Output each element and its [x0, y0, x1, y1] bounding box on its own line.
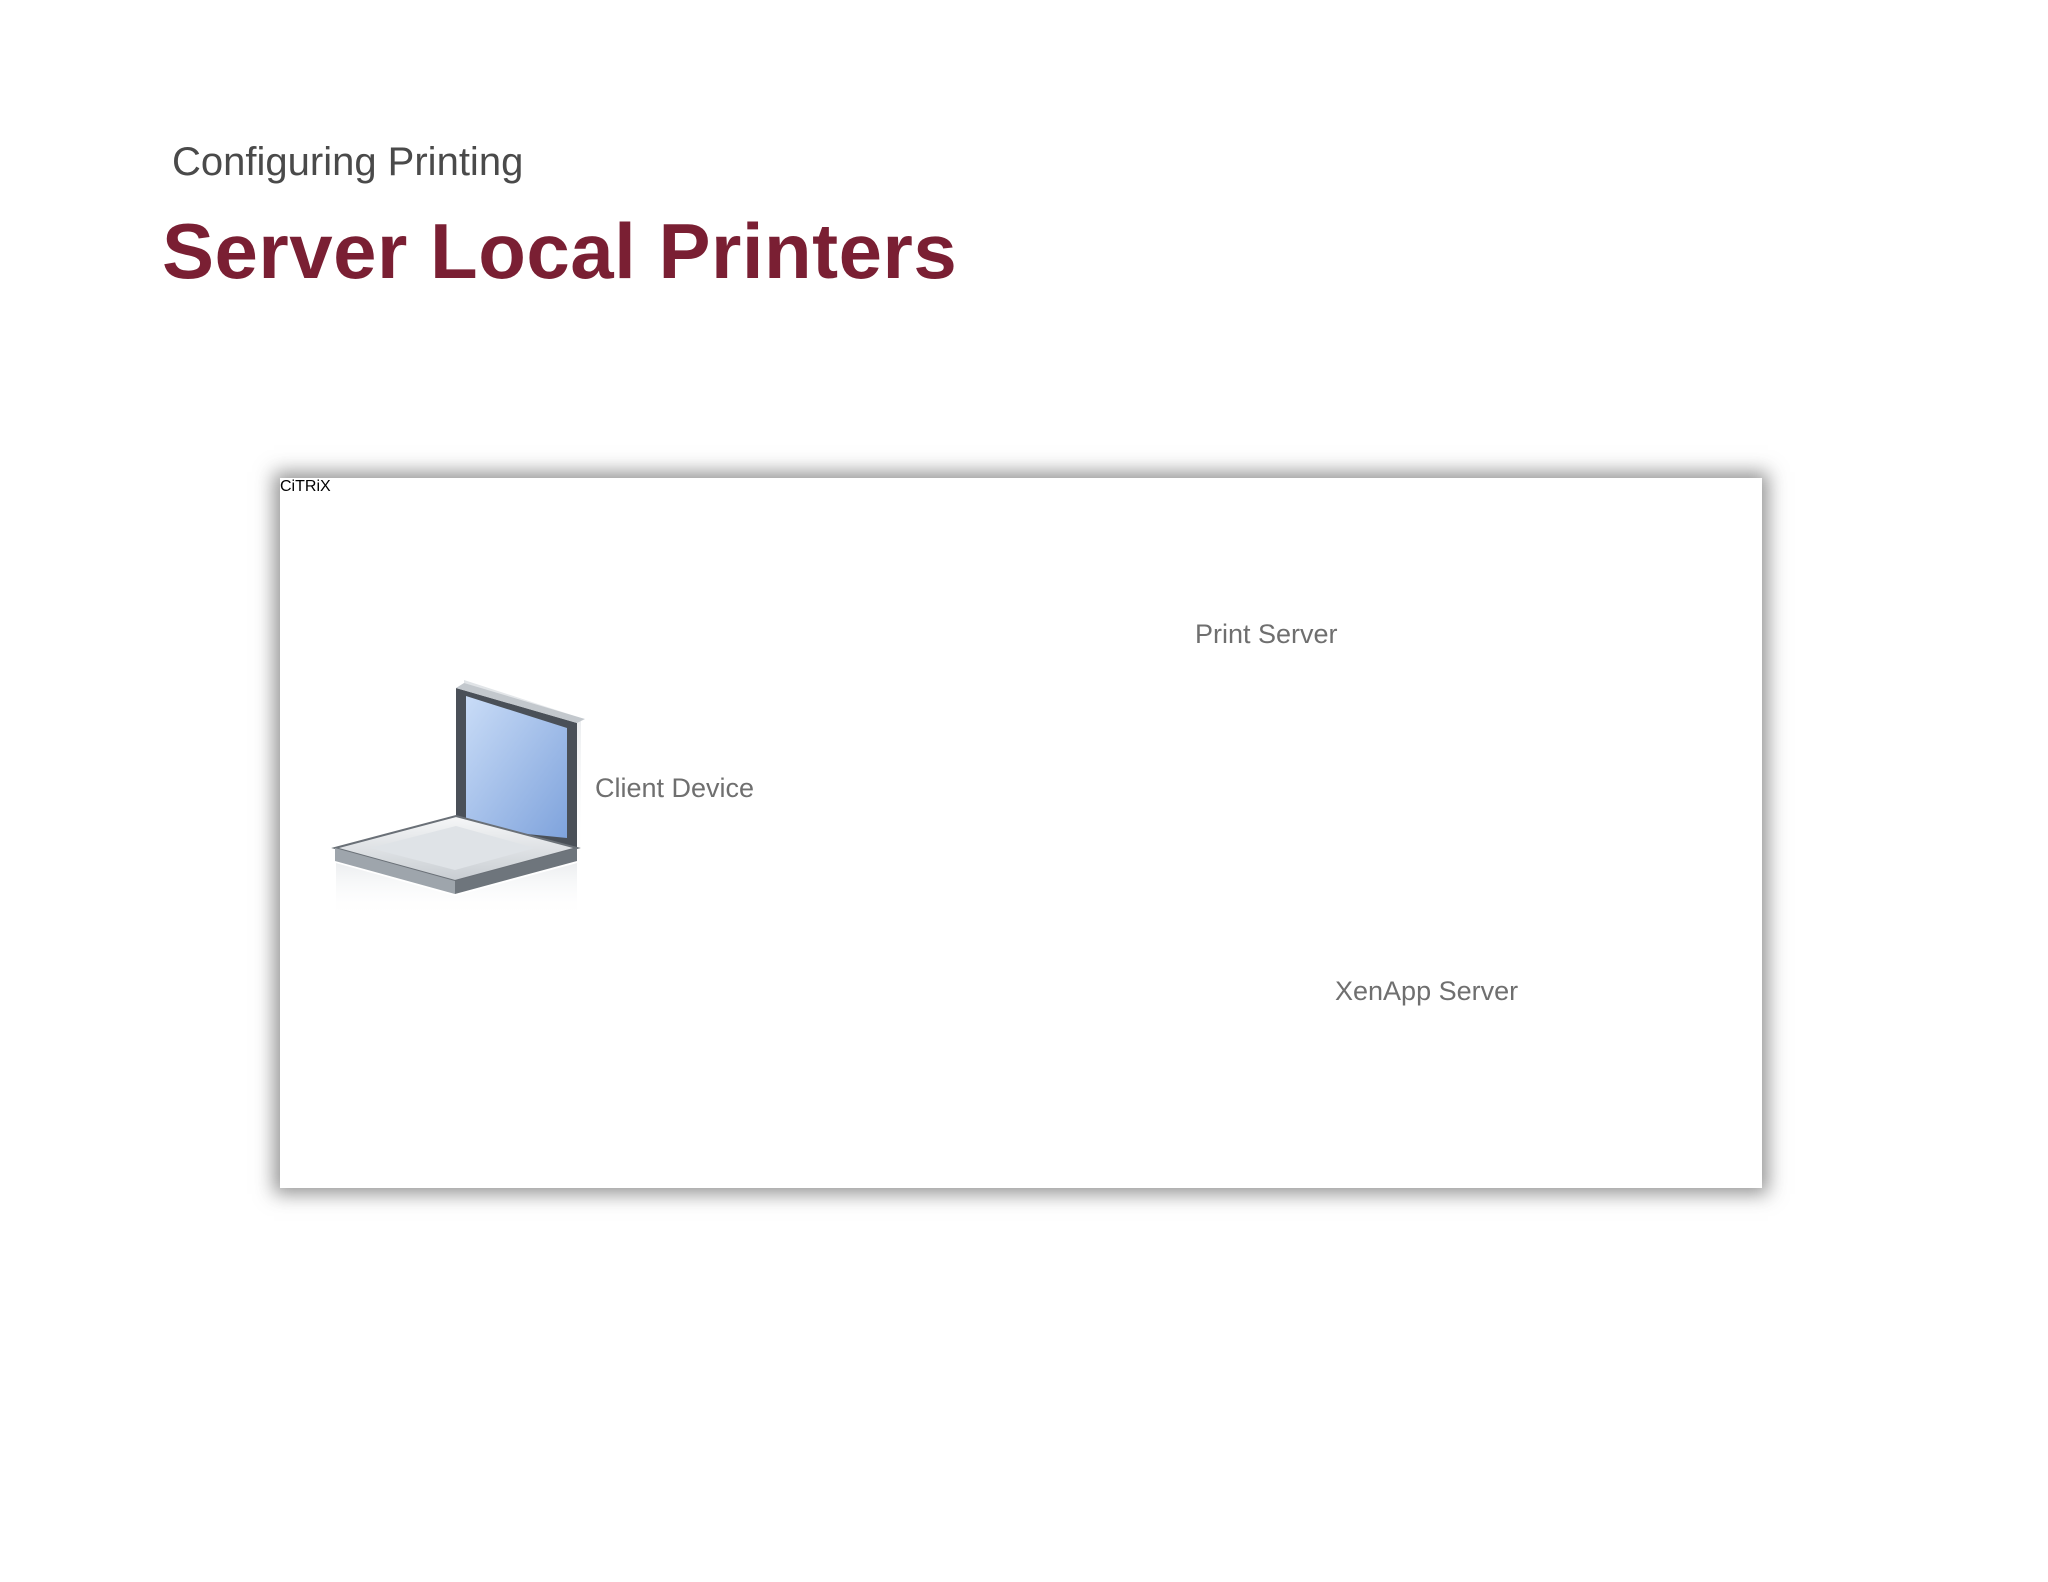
slide-subtitle: Configuring Printing [172, 140, 524, 184]
label-xenapp-server: XenApp Server [1335, 976, 1519, 1006]
xenapp-server-tower-icon: CiTRiX [280, 478, 331, 495]
diagram-panel: CiTRiX [280, 478, 1762, 1188]
citrix-logo: CiTRiX [280, 478, 331, 495]
laptop-icon [331, 680, 585, 918]
label-client-device: Client Device [595, 773, 755, 803]
label-print-server: Print Server [1195, 619, 1338, 649]
diagram-canvas [331, 680, 585, 918]
slide-title: Server Local Printers [162, 207, 958, 295]
